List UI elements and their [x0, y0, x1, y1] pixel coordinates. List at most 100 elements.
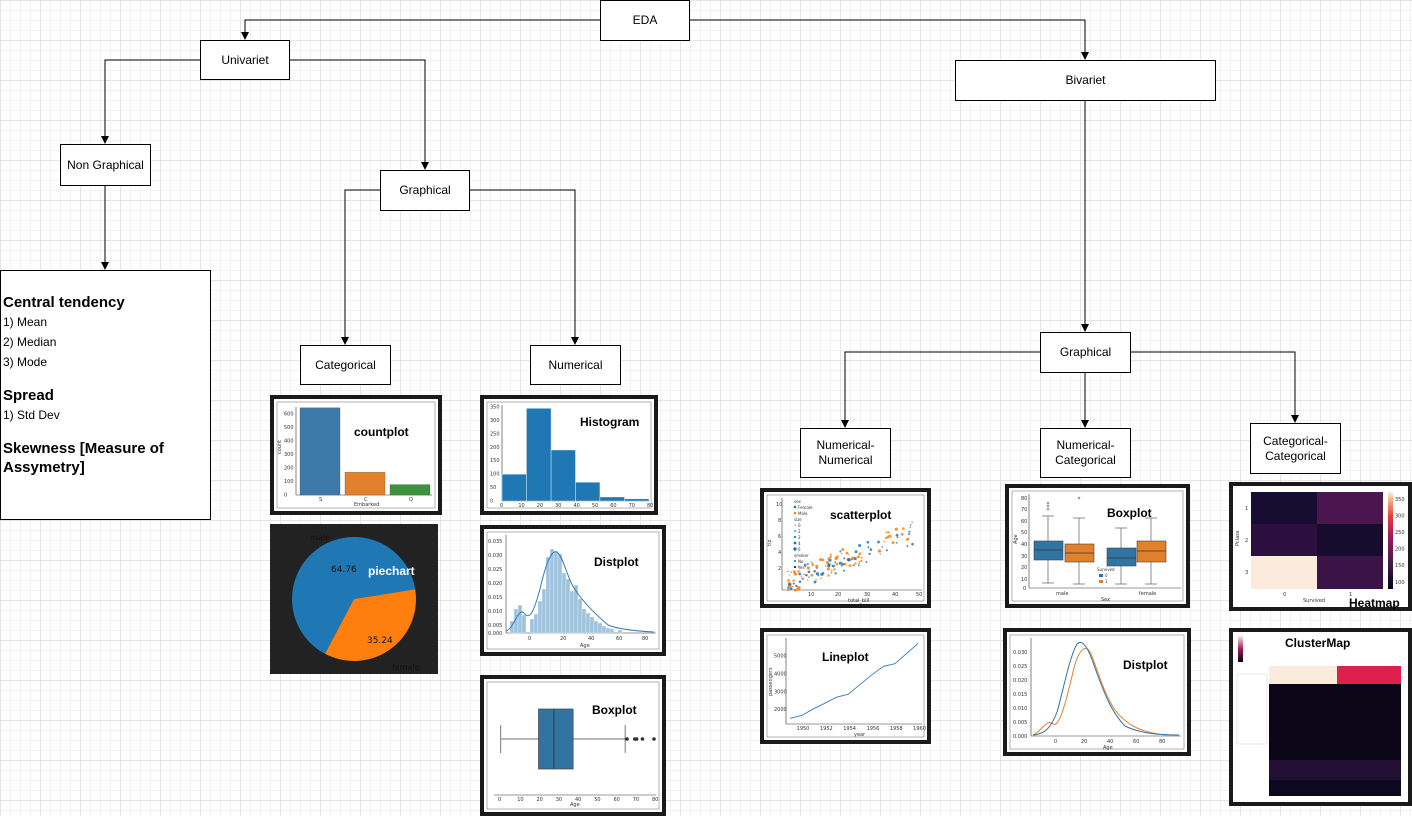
scatterplot-xlabel: total_bill — [848, 598, 869, 604]
histogram-xtick: 20 — [537, 503, 543, 509]
scatter-point — [808, 576, 810, 578]
scatter-legend-female: Female — [798, 505, 813, 510]
scatter-legend-sex: sex — [794, 499, 801, 504]
node-categorical[interactable]: Categorical — [300, 345, 391, 385]
svg-text:0.020: 0.020 — [1013, 678, 1027, 684]
node-bivariet[interactable]: Bivariet — [955, 60, 1216, 101]
arrow-graphical-categorical — [341, 189, 380, 345]
scatter-point — [895, 533, 899, 537]
piechart-chart: male female 64.76 35.24 — [291, 533, 420, 670]
scatter-point — [803, 573, 805, 576]
non-graphical-measures-box: Central tendency 1) Mean 2) Median 3) Mo… — [0, 270, 211, 520]
countplot-ytick: 600 — [284, 411, 294, 417]
scatter-point — [857, 564, 860, 567]
node-non-graphical[interactable]: Non Graphical — [60, 144, 151, 186]
node-numerical[interactable]: Numerical — [530, 345, 621, 385]
ct-item-mode: 3) Mode — [3, 355, 48, 369]
scatter-legend-no: No — [798, 559, 804, 564]
scatter-point — [868, 552, 871, 556]
scatter-point — [827, 563, 831, 567]
heatmap-colorbar-tick: 100 — [1395, 580, 1405, 586]
node-numerical-categorical[interactable]: Numerical- Categorical — [1040, 428, 1131, 478]
histogram-ytick: 250 — [490, 431, 500, 437]
scatter-point — [881, 546, 884, 548]
scatter-point — [911, 542, 914, 546]
scatter-legend-male: Male — [798, 511, 808, 516]
svg-text:30: 30 — [864, 592, 870, 598]
ct-item-median: 2) Median — [3, 335, 57, 349]
scatter-point — [911, 521, 913, 523]
histogram-bar — [624, 498, 650, 502]
svg-text:40: 40 — [588, 636, 594, 642]
countplot-xlabel: Embarked — [354, 502, 379, 508]
scatter-point — [811, 562, 814, 565]
scatter-point — [813, 580, 817, 584]
node-univariet[interactable]: Univariet — [200, 40, 290, 80]
node-categorical-categorical[interactable]: Categorical- Categorical — [1250, 423, 1341, 474]
scatter-point — [834, 561, 836, 563]
svg-text:0.030: 0.030 — [488, 553, 502, 559]
svg-text:80: 80 — [642, 636, 648, 642]
node-graphical-univariet-label: Graphical — [399, 183, 451, 197]
scatter-point — [806, 562, 809, 565]
node-graphical-univariet[interactable]: Graphical — [380, 170, 470, 211]
svg-text:1: 1 — [1245, 506, 1248, 512]
scatter-point — [843, 557, 846, 560]
node-numerical-numerical[interactable]: Numerical- Numerical — [800, 428, 891, 478]
heatmap-colorbar-tick: 350 — [1395, 497, 1405, 503]
scatter-point — [806, 579, 809, 581]
scatter-point — [807, 570, 811, 574]
scatter-point — [847, 553, 850, 556]
scatter-point — [854, 557, 857, 559]
scatter-point — [811, 563, 815, 567]
node-graphical-bivariet[interactable]: Graphical — [1040, 332, 1131, 373]
histogram-bar — [550, 449, 576, 502]
svg-text:60: 60 — [1133, 739, 1139, 745]
scatter-point — [854, 550, 858, 554]
lineplot-xtick: 1960 — [913, 726, 926, 732]
boxplot-univariate-xtick: 30 — [556, 797, 562, 803]
scatter-point — [860, 556, 863, 559]
scatter-point — [843, 562, 847, 566]
scatter-point — [791, 585, 794, 588]
svg-text:50: 50 — [1021, 530, 1027, 536]
scatter-point — [829, 553, 832, 556]
scatter-point — [787, 578, 790, 582]
scatter-point — [885, 531, 888, 534]
scatter-point — [841, 547, 845, 551]
svg-text:10: 10 — [1021, 577, 1027, 583]
histogram-xtick: 50 — [592, 503, 598, 509]
scatter-point — [820, 577, 822, 580]
boxplot-univariate-xtick: 40 — [575, 797, 581, 803]
scatter-point — [798, 580, 802, 583]
scatter-point — [900, 533, 904, 536]
histogram-ytick: 300 — [490, 418, 500, 424]
svg-text:0.010: 0.010 — [1013, 706, 1027, 712]
scatter-point — [821, 558, 825, 562]
scatter-point — [891, 541, 895, 545]
boxplot-univariate-outlier — [634, 737, 639, 741]
countplot-ytick: 200 — [284, 465, 294, 471]
pie-label-male: male — [310, 533, 330, 542]
scatter-point — [906, 545, 909, 548]
countplot-label: countplot — [354, 425, 409, 439]
scatter-point — [796, 587, 800, 591]
svg-text:0: 0 — [1054, 739, 1057, 745]
clustermap-chart — [1236, 635, 1405, 799]
scatter-legend-4: 4 — [798, 541, 801, 546]
scatter-point — [810, 561, 812, 563]
svg-text:0.030: 0.030 — [1013, 650, 1027, 656]
scatterplot-label: scatterplot — [830, 508, 892, 522]
scatter-point — [846, 557, 851, 562]
central-tendency-heading: Central tendency — [3, 294, 125, 311]
svg-text:0.000: 0.000 — [488, 631, 502, 637]
node-eda[interactable]: EDA — [600, 0, 690, 41]
node-bivariet-label: Bivariet — [1065, 73, 1106, 87]
svg-text:8: 8 — [778, 518, 781, 524]
svg-text:0.015: 0.015 — [1013, 692, 1027, 698]
svg-text:6: 6 — [778, 534, 781, 540]
distplot-univariate-label: Distplot — [594, 555, 639, 569]
